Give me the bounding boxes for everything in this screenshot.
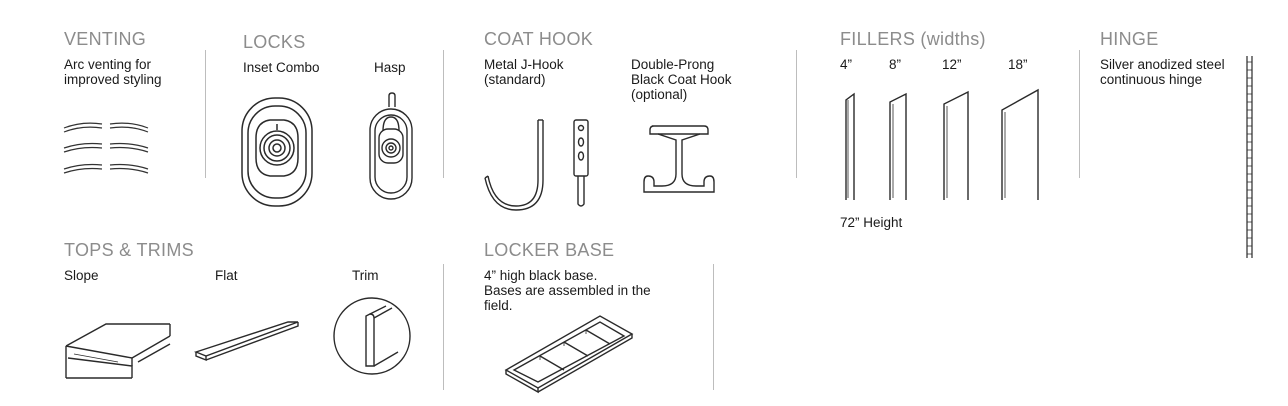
divider xyxy=(713,264,714,390)
divider xyxy=(1079,50,1080,178)
locker-base-title: LOCKER BASE xyxy=(484,240,615,260)
inset-combo-lock-illustration xyxy=(240,96,315,208)
hinge-description: Silver anodized steel continuous hinge xyxy=(1100,57,1225,87)
divider xyxy=(796,50,797,178)
hasp-label: Hasp xyxy=(374,60,406,75)
inset-combo-label: Inset Combo xyxy=(243,60,320,75)
flat-label: Flat xyxy=(215,268,238,283)
divider xyxy=(205,50,206,178)
j-hook-label: Metal J-Hook (standard) xyxy=(484,57,564,87)
locker-base-illustration xyxy=(504,312,636,390)
coat-hook-title: COAT HOOK xyxy=(484,29,594,49)
venting-description: Arc venting for improved styling xyxy=(64,57,162,87)
divider xyxy=(443,50,444,178)
tops-trims-title: TOPS & TRIMS xyxy=(64,240,194,260)
trim-label: Trim xyxy=(352,268,379,283)
arc-vent-illustration xyxy=(60,118,155,178)
venting-title: VENTING xyxy=(64,29,147,49)
hinge-title: HINGE xyxy=(1100,29,1159,49)
locks-title: LOCKS xyxy=(243,32,306,52)
slope-label: Slope xyxy=(64,268,99,283)
filler-height-label: 72” Height xyxy=(840,215,903,230)
continuous-hinge-illustration xyxy=(1245,56,1255,258)
filler-width-4: 4” xyxy=(840,57,853,72)
filler-panels-illustration xyxy=(844,88,1074,204)
locker-base-description: 4” high black base. Bases are assembled … xyxy=(484,268,651,313)
double-prong-hook-illustration xyxy=(638,120,718,200)
divider xyxy=(443,264,444,390)
filler-width-18: 18” xyxy=(1008,57,1028,72)
trim-detail-illustration xyxy=(332,296,414,378)
filler-width-8: 8” xyxy=(889,57,902,72)
double-prong-hook-label: Double-Prong Black Coat Hook (optional) xyxy=(631,57,732,102)
fillers-title: FILLERS (widths) xyxy=(840,29,986,49)
j-hook-illustration xyxy=(484,118,604,210)
flat-top-illustration xyxy=(192,318,304,368)
slope-top-illustration xyxy=(62,310,174,380)
hasp-lock-illustration xyxy=(368,93,416,203)
filler-width-12: 12” xyxy=(942,57,962,72)
